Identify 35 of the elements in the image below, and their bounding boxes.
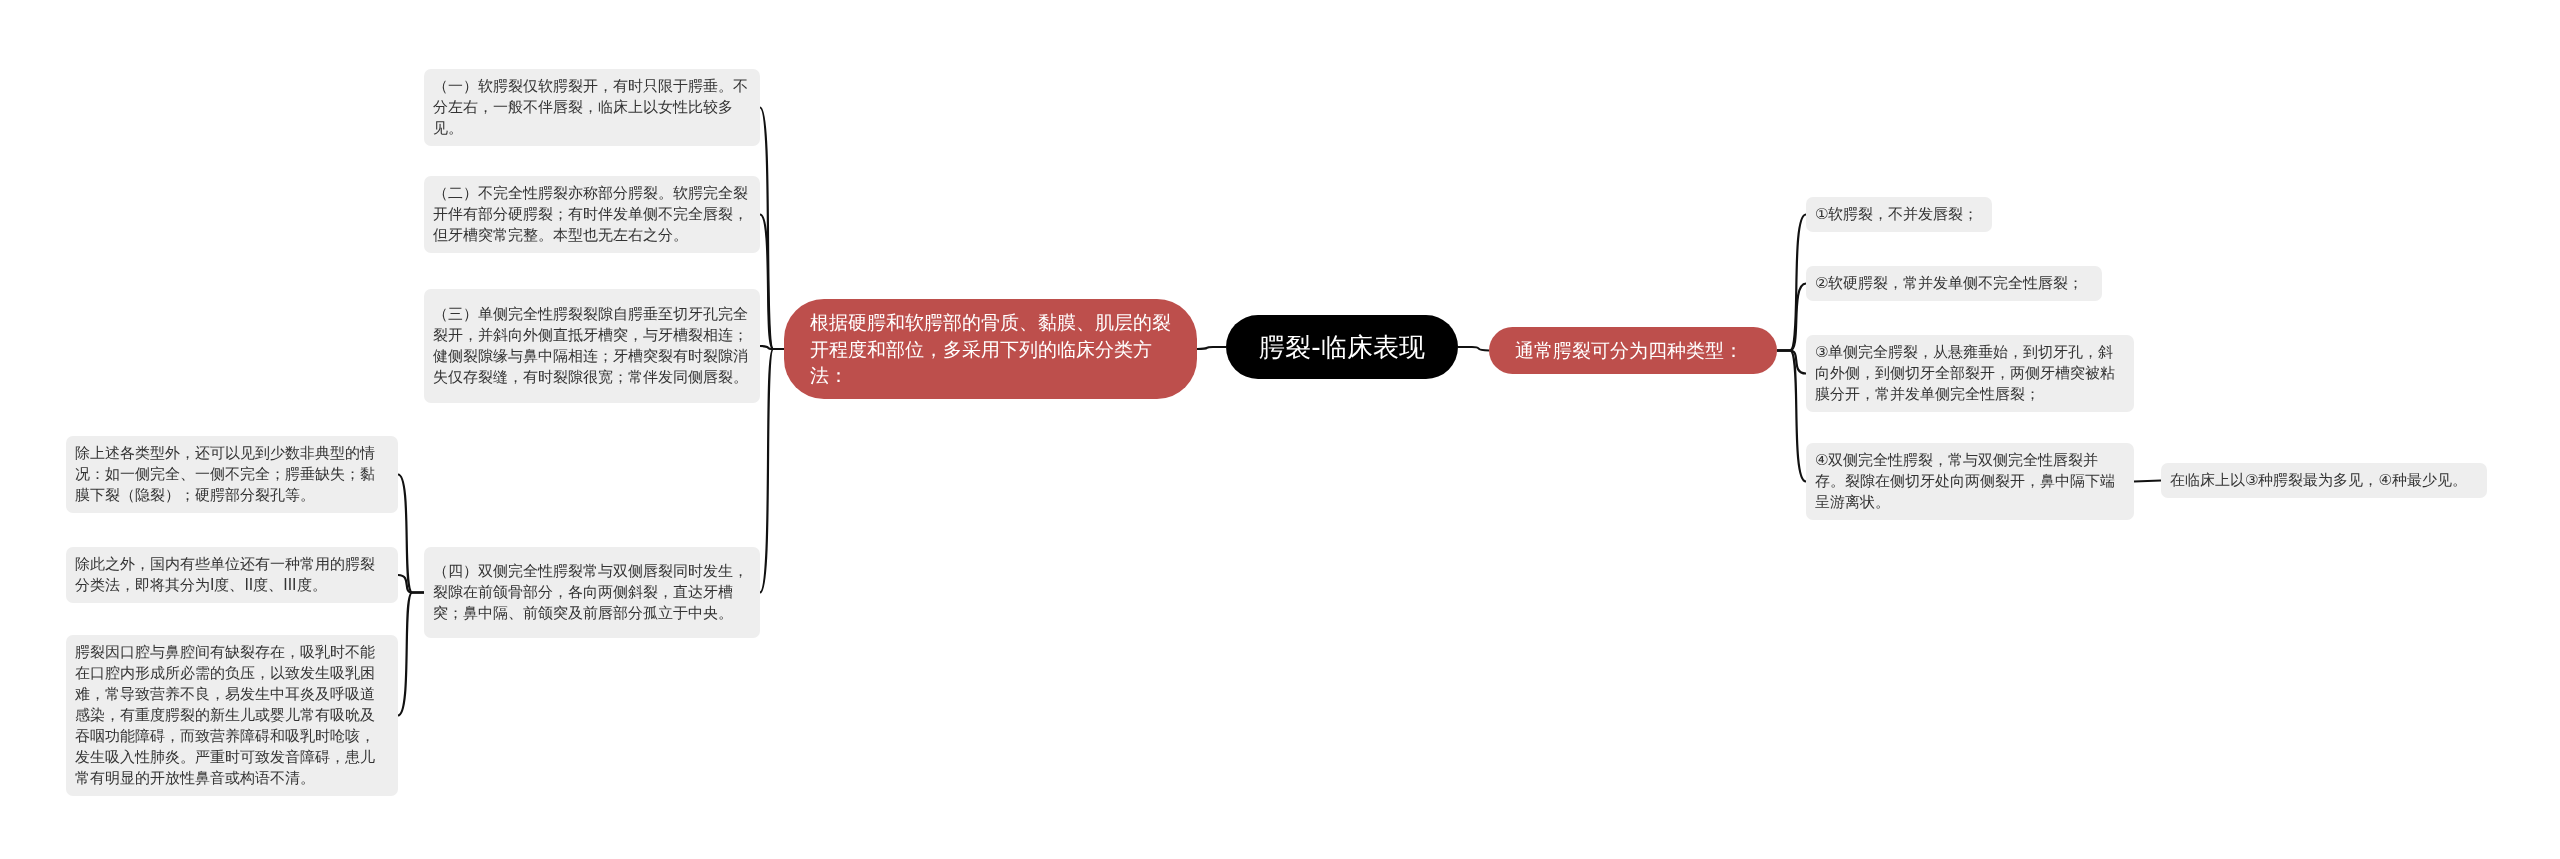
connector-line [1458,345,1489,352]
topic-text: 除此之外，国内有些单位还有一种常用的腭裂分类法，即将其分为I度、II度、III度。 [75,554,376,596]
topic-text: ①软腭裂，不并发唇裂； [1815,204,1979,225]
topic-text: ④双侧完全性腭裂，常与双侧完全性唇裂并存。裂隙在侧切牙处向两侧裂开，鼻中隔下端呈游离状。 [1815,450,2116,513]
topic-card [1806,335,2134,412]
topic-text: 通常腭裂可分为四种类型： [1515,338,1743,363]
topic-card [1806,266,2102,301]
topic-text: （二）不完全性腭裂亦称部分腭裂。软腭完全裂开伴有部分硬腭裂；有时伴发单侧不完全唇裂，但牙槽突常完整。本型也无左右之分。 [433,183,749,246]
topic-card [1806,197,1992,232]
topic-text: 腭裂-临床表现 [1259,330,1425,364]
branch-topic [1489,327,1777,374]
connector-line [2133,479,2162,483]
topic-text: 腭裂因口腔与鼻腔间有缺裂存在，吸乳时不能在口腔内形成所必需的负压，以致发生吸乳困难，常导致营养不良，易发生中耳炎及呼吸道感染，有重度腭裂的新生儿或婴儿常有吸吮及吞咽功能障碍，而致营养障碍和吸乳时呛咳，发生吸入性肺炎。严重时可致发音障碍，患儿常有明显的开放性鼻音或构语不清。 [75,642,376,789]
topic-text: （四）双侧完全性腭裂常与双侧唇裂同时发生，裂隙在前颌骨部分，各向两侧斜裂，直达牙槽突；鼻中隔、前颌突及前唇部分孤立于中央。 [433,561,749,624]
topic-card [2161,463,2487,498]
topic-card [424,289,760,403]
topic-text: ③单侧完全腭裂，从悬雍垂始，到切牙孔，斜向外侧，到侧切牙全部裂开，两侧牙槽突被粘膜分开，常并发单侧完全性唇裂； [1815,342,2116,405]
topic-text: （一）软腭裂仅软腭裂开，有时只限于腭垂。不分左右，一般不伴唇裂，临床上以女性比较多见。 [433,76,749,139]
topic-card [424,176,760,253]
connector-line [759,347,784,594]
branch-topic [784,299,1197,399]
topic-text: （三）单侧完全性腭裂裂隙自腭垂至切牙孔完全裂开，并斜向外侧直抵牙槽突，与牙槽裂相连；健侧裂隙缘与鼻中隔相连；牙槽突裂有时裂隙消失仅存裂缝，有时裂隙很宽；常伴发同侧唇裂。 [433,304,749,388]
connector-line [1197,345,1226,351]
topic-card [1806,443,2134,520]
topic-text: 根据硬腭和软腭部的骨质、黏膜、肌层的裂开程度和部位，多采用下列的临床分类方法： [810,310,1171,389]
topic-card [66,547,398,603]
topic-text: 在临床上以③种腭裂最为多见，④种最少见。 [2170,470,2467,491]
topic-card [424,547,760,638]
connector-line [397,591,424,717]
connector-line [1777,349,1807,483]
topic-text: 除上述各类型外，还可以见到少数非典型的情况：如一侧完全、一侧不完全；腭垂缺失；黏膜下裂（隐裂）；硬腭部分裂孔等。 [75,443,376,506]
topic-text: ②软硬腭裂，常并发单侧不完全性唇裂； [1815,273,2084,294]
topic-card [424,69,760,146]
topic-card [66,436,398,513]
topic-card [66,635,398,796]
